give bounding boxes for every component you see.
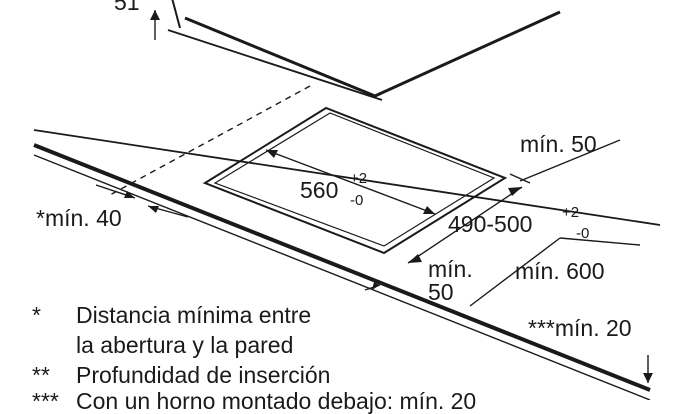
- projection-dashed-line: [107, 85, 311, 197]
- label-min-50-front-2: 50: [428, 279, 454, 305]
- label-cutout-width-tol-plus: +2: [350, 170, 367, 187]
- label-min-40-wall: *mín. 40: [36, 205, 122, 231]
- label-min-20: ***mín. 20: [528, 315, 632, 341]
- label-min-50-back: mín. 50: [520, 131, 597, 157]
- worktop-outline: [33, 129, 661, 400]
- label-cutout-depth-tol-plus: +2: [562, 204, 579, 221]
- label-min-600: mín. 600: [515, 258, 605, 284]
- arrow-heads: [124, 10, 653, 383]
- label-cutout-width-tol-minus: -0: [350, 192, 363, 209]
- cooktop-edge: [167, 29, 383, 101]
- label-min-50-front-1: mín.: [428, 256, 473, 282]
- label-cutout-depth: 490-500: [448, 211, 532, 237]
- cooktop-outline: [171, 0, 561, 98]
- label-cutout-width: 560: [300, 177, 338, 203]
- label-cutout-depth-tol-minus: -0: [576, 225, 589, 242]
- installation-diagram: 51 560 +2 -0 490-500 +2 -0 mín. 50 *mín.…: [33, 0, 661, 400]
- label-top-dim: 51: [114, 0, 140, 15]
- cutout-outline: [202, 106, 508, 255]
